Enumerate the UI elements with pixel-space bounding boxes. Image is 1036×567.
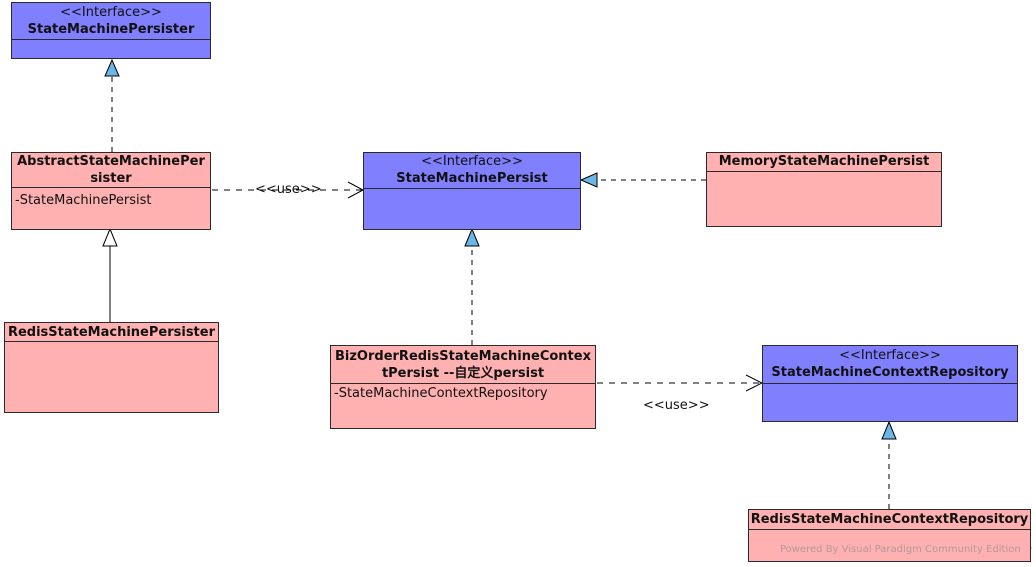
stereotype-label: <<Interface>> xyxy=(839,348,941,363)
interface-header: <<Interface>> StateMachinePersister xyxy=(12,3,210,40)
interface-header: <<Interface>> StateMachinePersist xyxy=(364,153,580,189)
class-header: MemoryStateMachinePersist xyxy=(707,153,941,172)
class-header: AbstractStateMachinePer sister xyxy=(12,153,210,188)
class-name: RedisStateMachinePersister xyxy=(7,325,216,340)
interface-state-machine-persist: <<Interface>> StateMachinePersist xyxy=(363,152,581,230)
interface-name: StateMachinePersister xyxy=(27,22,195,37)
realization-arrowhead-repository xyxy=(881,420,897,440)
class-attribute: -StateMachineContextRepository xyxy=(334,386,548,401)
stereotype-label: <<Interface>> xyxy=(60,5,162,20)
stereotype-label: <<Interface>> xyxy=(421,154,523,169)
class-name-line2: sister xyxy=(90,171,132,186)
realization-arrowhead-persister xyxy=(104,58,120,77)
interface-name: StateMachineContextRepository xyxy=(771,365,1009,380)
class-name-line2: tPersist --自定义persist xyxy=(381,366,545,381)
class-header: RedisStateMachineContextRepository xyxy=(749,510,1030,530)
interface-state-machine-context-repository: <<Interface>> StateMachineContextReposit… xyxy=(762,345,1018,422)
interface-name: StateMachinePersist xyxy=(396,171,548,186)
class-name-line1: BizOrderRedisStateMachineContex xyxy=(335,349,591,364)
realization-arrowhead-persist-right xyxy=(579,172,598,188)
class-memory-state-machine-persist: MemoryStateMachinePersist xyxy=(706,152,942,227)
class-redis-state-machine-persister: RedisStateMachinePersister xyxy=(4,322,219,413)
generalization-arrowhead-abstract xyxy=(102,227,118,247)
watermark-text: Powered By Visual Paradigm Community Edi… xyxy=(780,544,1021,555)
class-abstract-state-machine-persister: AbstractStateMachinePer sister -StateMac… xyxy=(11,152,211,230)
class-name-line1: AbstractStateMachinePer xyxy=(17,154,205,169)
use-label-abstract-to-persist: <<use>> xyxy=(255,182,322,197)
realization-arrowhead-persist-bottom xyxy=(464,227,480,247)
class-name: MemoryStateMachinePersist xyxy=(718,154,930,169)
class-header: BizOrderRedisStateMachineContex tPersist… xyxy=(331,346,595,384)
use-label-bizorder-to-repository: <<use>> xyxy=(643,398,710,413)
class-name: RedisStateMachineContextRepository xyxy=(750,512,1029,527)
interface-header: <<Interface>> StateMachineContextReposit… xyxy=(763,346,1017,384)
class-attribute: -StateMachinePersist xyxy=(15,193,152,208)
class-redis-state-machine-context-repository: RedisStateMachineContextRepository xyxy=(748,509,1031,562)
class-header: RedisStateMachinePersister xyxy=(5,323,218,342)
interface-state-machine-persister: <<Interface>> StateMachinePersister xyxy=(11,2,211,59)
class-biz-order-redis-state-machine-context-persist: BizOrderRedisStateMachineContex tPersist… xyxy=(330,345,596,429)
